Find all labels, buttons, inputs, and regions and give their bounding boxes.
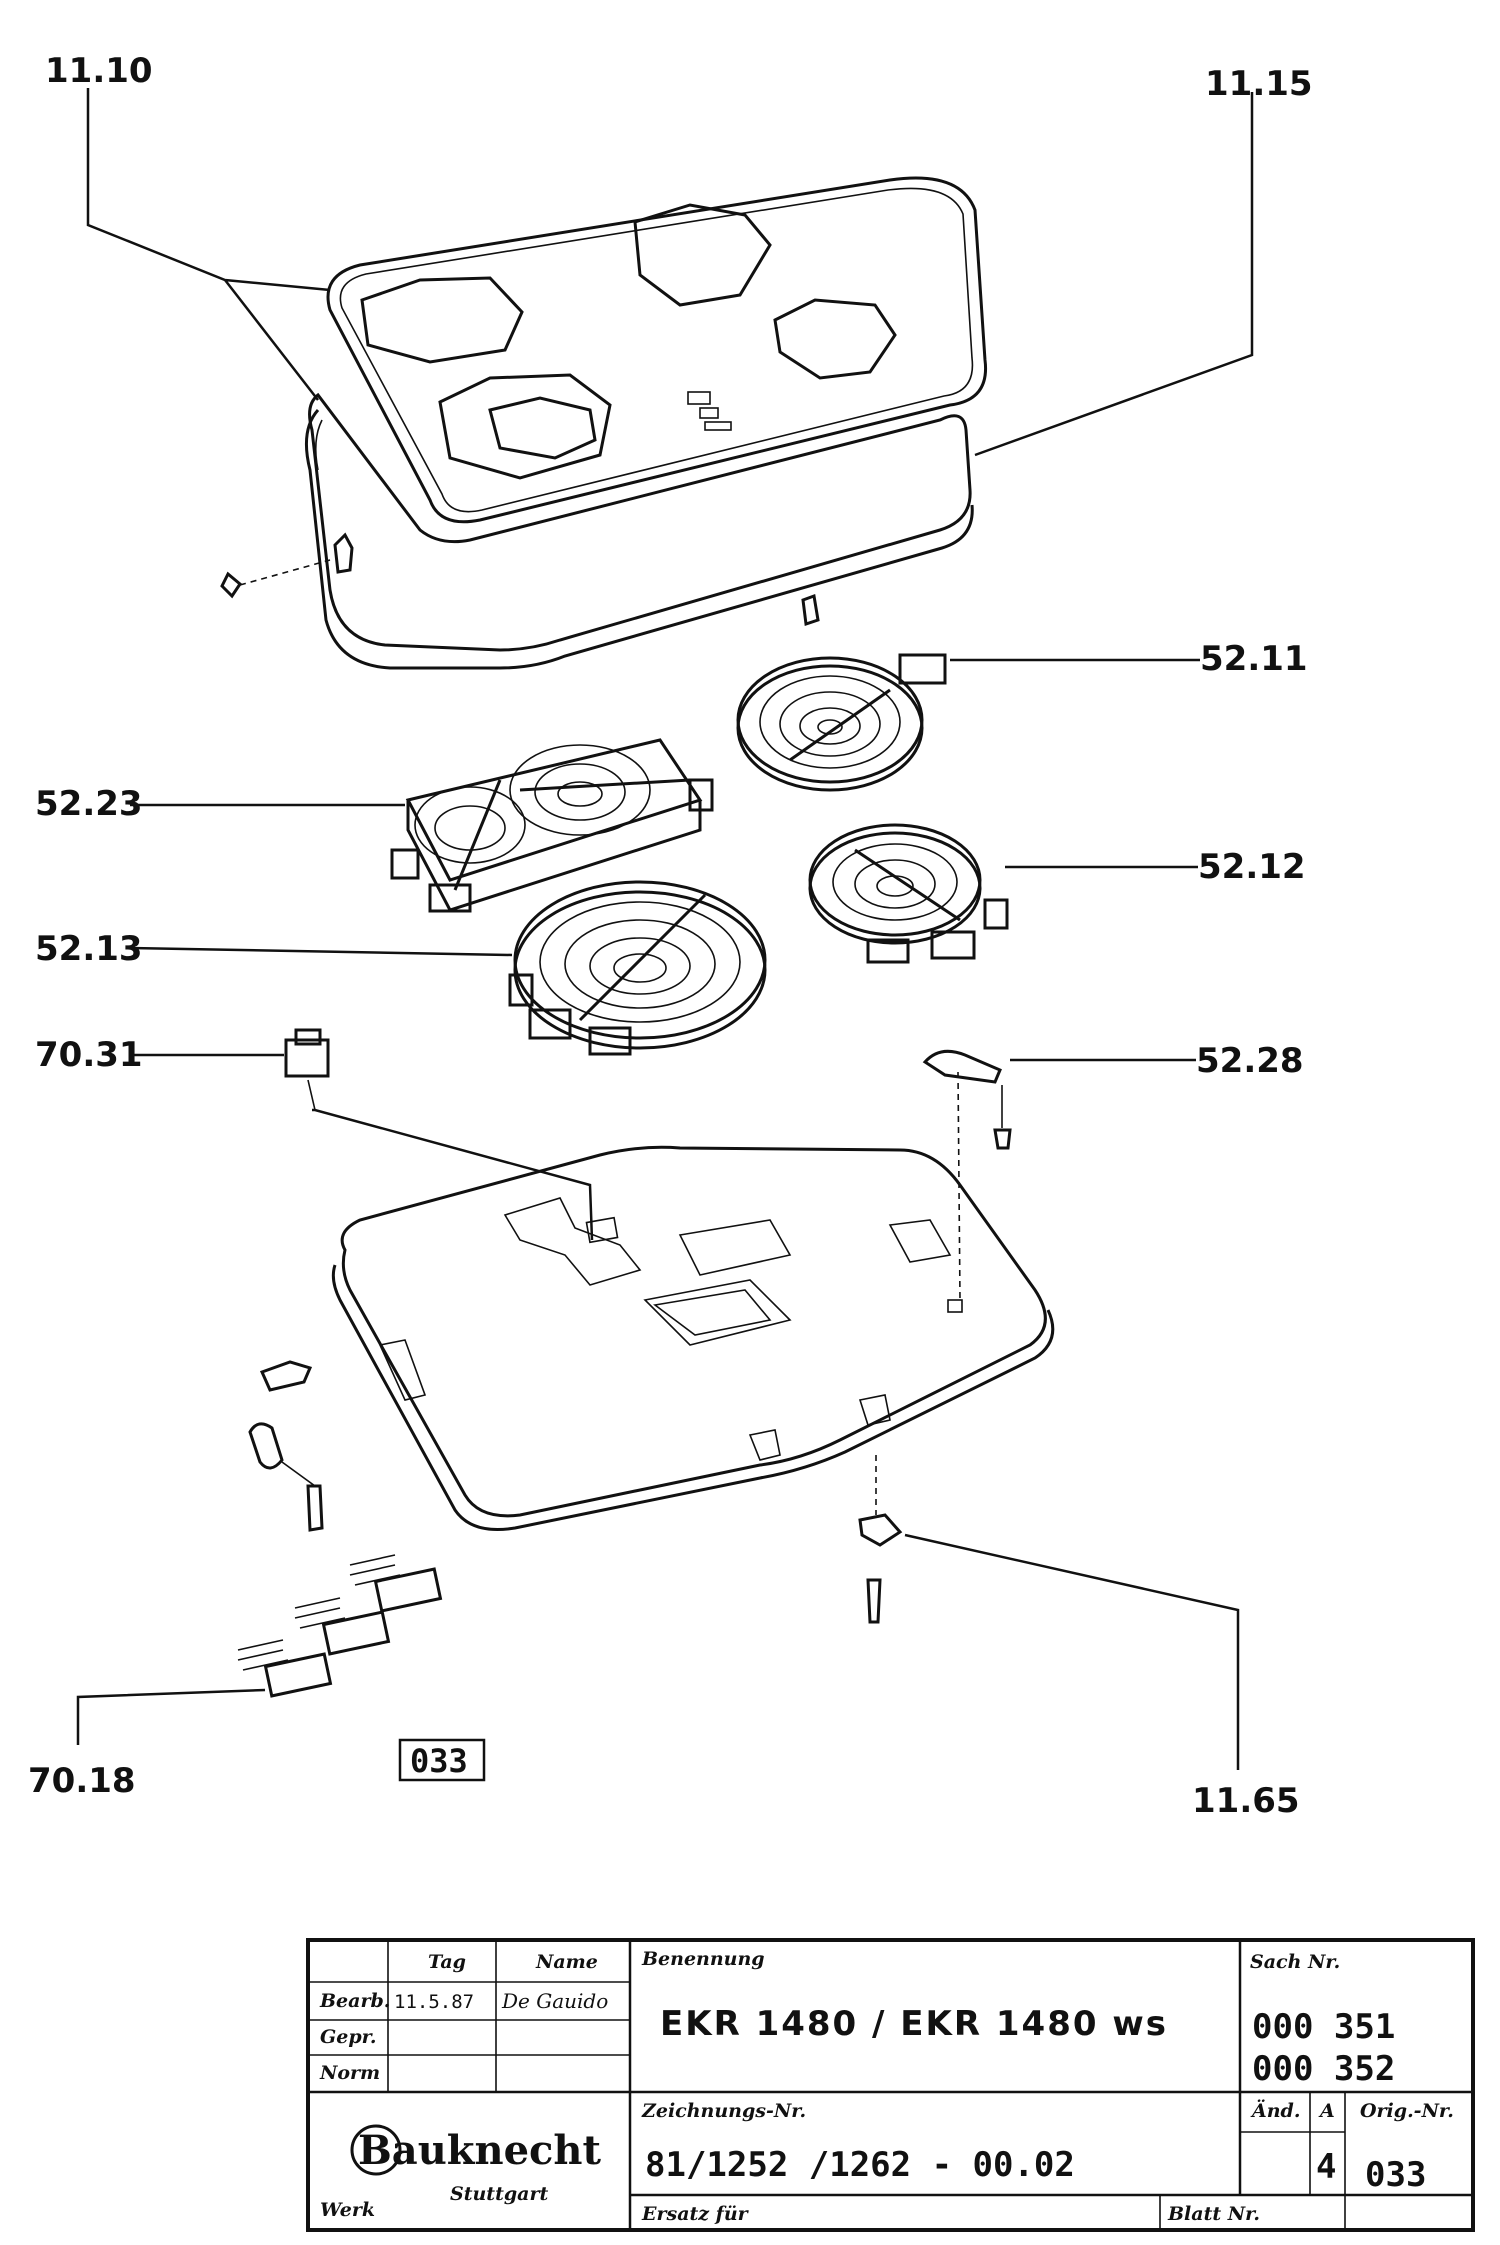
tray-clips-left	[248, 1360, 324, 1532]
callout-52-11: 52.11	[1200, 639, 1308, 679]
tb-row-bearb: Bearb.	[319, 1990, 390, 2012]
tb-werk: Werk	[320, 2199, 375, 2221]
callout-70-18: 70.18	[28, 1761, 136, 1801]
switch-70-31	[284, 1028, 330, 1111]
tb-orig-label: Orig.-Nr.	[1360, 2100, 1454, 2122]
heating-element-52-11	[736, 653, 947, 792]
tb-bearb-date: 11.5.87	[394, 1991, 474, 2013]
frame-clip-screw	[220, 532, 354, 599]
tb-city: Stuttgart	[450, 2183, 548, 2205]
bottom-tray-part	[331, 1145, 1055, 1532]
tb-sach-label: Sach Nr.	[1250, 1951, 1340, 1973]
tb-row-gepr: Gepr.	[320, 2026, 376, 2048]
callout-52-12: 52.12	[1198, 847, 1306, 887]
frame-clip-small	[801, 593, 820, 627]
tb-ersatz-label: Ersatz für	[641, 2203, 750, 2225]
heating-element-52-23	[390, 738, 714, 913]
page-code-box	[398, 1738, 486, 1782]
tb-aend-val: 4	[1316, 2147, 1336, 2187]
tb-sach-2: 000 352	[1252, 2049, 1395, 2089]
switch-group-70-18	[237, 1554, 443, 1698]
bracket-52-28	[922, 1049, 1012, 1301]
tb-benennung: EKR 1480 / EKR 1480 ws	[660, 2004, 1168, 2044]
tb-row-norm: Norm	[319, 2062, 380, 2084]
tb-col-tag: Tag	[428, 1951, 466, 1973]
tb-blatt-label: Blatt Nr.	[1167, 2203, 1260, 2225]
heating-element-52-13	[508, 880, 767, 1056]
tb-orig-val: 033	[1365, 2155, 1426, 2195]
title-block	[306, 1938, 1475, 2232]
callout-70-31: 70.31	[35, 1035, 143, 1075]
callout-52-28: 52.28	[1196, 1041, 1304, 1081]
tb-sach-1: 000 351	[1252, 2007, 1395, 2047]
callout-11-15: 11.15	[1205, 64, 1313, 104]
bauknecht-logo: Bauknecht	[350, 2124, 601, 2176]
leader-lines	[76, 88, 1254, 1770]
tb-col-name: Name	[535, 1951, 598, 1973]
page-code: 033	[410, 1742, 468, 1780]
tb-brand: Bauknecht	[358, 2127, 601, 2174]
tb-aend-label: Änd.	[1250, 2099, 1300, 2122]
callout-11-10: 11.10	[45, 51, 153, 91]
tb-zeichnung-label: Zeichnungs-Nr.	[641, 2100, 806, 2122]
tb-benennung-label: Benennung	[641, 1948, 765, 1970]
heating-element-52-12	[808, 823, 1009, 964]
tb-aend-col: A	[1318, 2100, 1335, 2122]
tb-bearb-name: De Gauido	[501, 1989, 608, 2013]
callout-11-65: 11.65	[1192, 1781, 1300, 1821]
bracket-11-65	[858, 1455, 903, 1624]
glass-cooktop-part	[326, 176, 988, 524]
callout-52-23: 52.23	[35, 784, 143, 824]
callout-52-13: 52.13	[35, 929, 143, 969]
cooktop-frame-part	[304, 392, 974, 670]
tb-zeichnung: 81/1252 /1262 - 00.02	[645, 2145, 1075, 2185]
